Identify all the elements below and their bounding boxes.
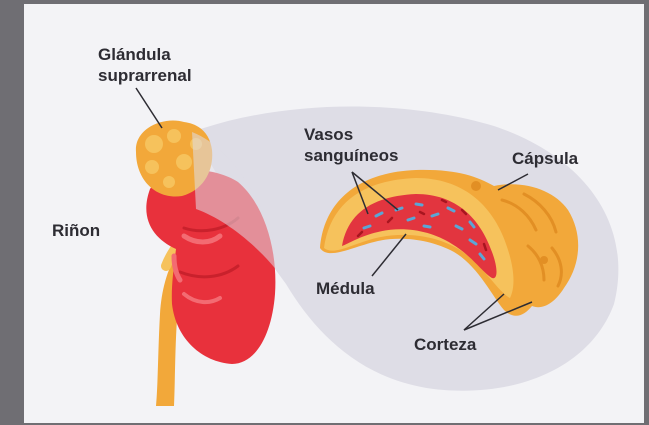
label-adrenal-line2: suprarrenal bbox=[98, 65, 192, 86]
capsule-texture bbox=[471, 181, 481, 191]
label-capsule: Cápsula bbox=[512, 148, 578, 169]
label-vessels-line2: sanguíneos bbox=[304, 145, 398, 166]
adrenal-texture bbox=[145, 160, 159, 174]
label-medulla: Médula bbox=[316, 278, 375, 299]
leader-adrenal bbox=[136, 88, 162, 128]
label-adrenal-line1: Glándula bbox=[98, 44, 192, 65]
label-kidney: Riñon bbox=[52, 220, 100, 241]
adrenal-texture bbox=[167, 129, 181, 143]
adrenal-texture bbox=[145, 135, 163, 153]
adrenal-texture bbox=[163, 176, 175, 188]
illustration-frame: Glándula suprarrenal Riñon Vasos sanguín… bbox=[24, 4, 644, 423]
label-cortex: Corteza bbox=[414, 334, 476, 355]
label-blood-vessels: Vasos sanguíneos bbox=[304, 124, 398, 166]
label-vessels-line1: Vasos bbox=[304, 124, 398, 145]
capsule-texture bbox=[540, 256, 548, 264]
label-adrenal-gland: Glándula suprarrenal bbox=[98, 44, 192, 86]
adrenal-texture bbox=[176, 154, 192, 170]
